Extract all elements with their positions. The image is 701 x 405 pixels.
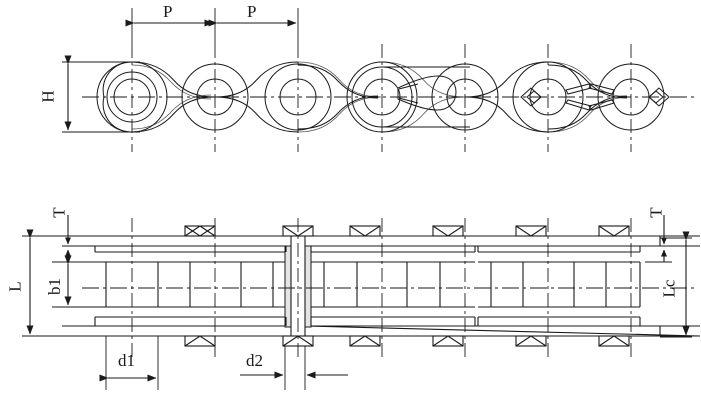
connecting-link-plan	[290, 236, 306, 336]
front-link-plates	[102, 61, 632, 133]
pitch-label-2: P	[247, 2, 257, 21]
front-pin-centerlines	[131, 44, 632, 152]
width-extension-lines	[22, 235, 100, 337]
height-extension-lines	[62, 61, 140, 133]
spring-clip	[397, 75, 457, 111]
pitch-label-1: P	[163, 2, 173, 21]
connecting-link-plate	[382, 66, 470, 128]
pin-dia-extension	[284, 346, 306, 390]
thickness-label-left: T	[49, 207, 69, 218]
top-view-rail-steps	[94, 236, 661, 336]
width-dimension-inner	[52, 255, 95, 308]
thickness-dimension-right	[645, 215, 672, 263]
roller-dia-label: d1	[118, 351, 135, 370]
width-label-total: L	[5, 281, 25, 292]
top-view-inner-rails	[95, 251, 640, 318]
pin-dia-label: d2	[246, 351, 263, 370]
top-view-roller-bodies	[105, 262, 641, 307]
cotter-pin-right	[588, 83, 670, 111]
connecting-width-label: Lc	[659, 279, 679, 298]
thickness-label-right: T	[646, 207, 666, 218]
height-label: H	[38, 90, 58, 103]
cotter-pin-left	[520, 83, 592, 111]
pitch-extension-lines	[131, 8, 299, 44]
width-label-inner: b1	[45, 278, 64, 295]
top-view-pin-centerlines	[131, 218, 632, 358]
